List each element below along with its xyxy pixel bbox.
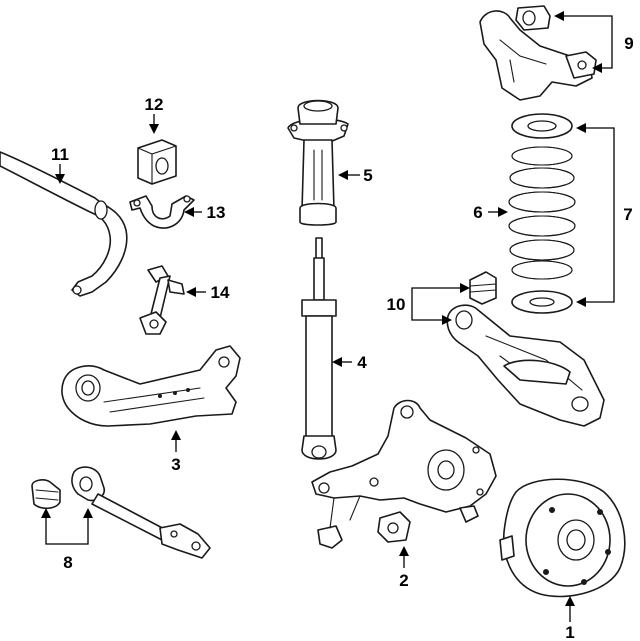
callout-6: 6: [473, 203, 482, 222]
callout-13: 13: [207, 203, 226, 222]
callout-1: 1: [565, 623, 574, 641]
lower-spring-seat: [511, 290, 573, 314]
callout-12: 12: [145, 95, 164, 114]
upper-control-arm: [479, 5, 597, 101]
lateral-link: [31, 466, 211, 559]
stabilizer-link: [139, 265, 185, 335]
stabilizer-bushing: [137, 139, 177, 185]
lower-control-arm: [446, 304, 605, 427]
callout-4: 4: [357, 353, 367, 372]
upper-spring-seat: [511, 113, 573, 139]
trailing-arm: [61, 345, 241, 427]
steering-knuckle: [311, 399, 497, 549]
bump-stop: [469, 271, 497, 305]
callout-11: 11: [51, 145, 69, 164]
callout-7: 7: [623, 205, 632, 224]
callout-5: 5: [363, 166, 372, 185]
stabilizer-bracket: [129, 195, 195, 229]
shock-dust-boot: [287, 99, 349, 226]
callout-14: 14: [211, 283, 230, 302]
callout-3: 3: [171, 455, 180, 474]
leader-lines: [41, 11, 615, 622]
callout-2: 2: [399, 571, 408, 590]
wheel-hub-bearing: [499, 478, 626, 598]
callout-10: 10: [387, 295, 406, 314]
stabilizer-bar: [0, 151, 128, 297]
callout-8: 8: [63, 553, 72, 572]
coil-spring: [508, 146, 576, 280]
shock-absorber: [301, 237, 337, 460]
callout-labels: 1 2 3 4 5 6 7 8 9 10 11 12 13 14: [51, 34, 634, 641]
callout-9: 9: [624, 34, 633, 53]
